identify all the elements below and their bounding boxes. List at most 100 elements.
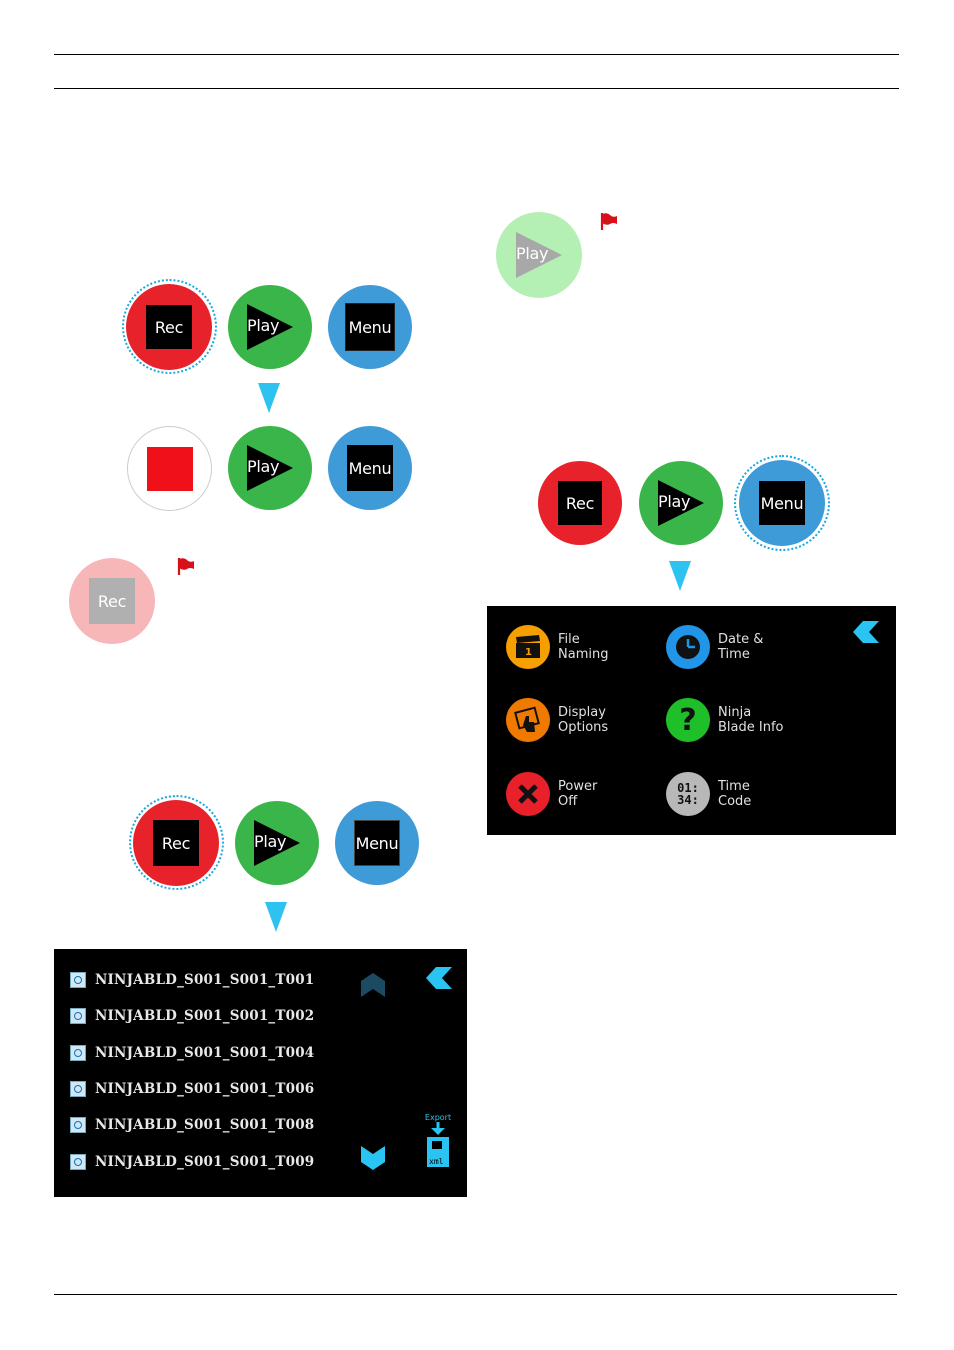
rec-button[interactable]: Rec [126,284,212,370]
export-button[interactable]: Export xml [424,1113,452,1173]
file-icon [70,1154,86,1170]
rec-button-label: Rec [146,305,192,349]
rec-highlight-ring [122,279,217,374]
timecode-glyph: 01: 34: [677,781,699,807]
export-label: Export [424,1113,452,1122]
file-name: NINJABLD_S001_S001_T009 [95,1154,315,1170]
play-triangle-icon [516,232,562,278]
header-rule-bottom [54,88,899,89]
file-icon [70,1117,86,1133]
x-glyph [518,784,538,804]
play-triangle-icon [247,445,293,491]
play-triangle-icon [658,480,704,526]
flag-icon [432,1141,442,1149]
file-name: NINJABLD_S001_S001_T006 [95,1081,315,1097]
play-glyph: Play [252,818,302,868]
svg-text:1: 1 [525,647,532,658]
menu-button-3[interactable]: Menu [335,801,419,885]
play-button-3[interactable]: Play [235,801,319,885]
file-icon [70,972,86,988]
play-triangle-icon [247,304,293,350]
menu-button[interactable]: Menu [328,285,412,369]
list-item[interactable]: NINJABLD_S001_S001_T002 [70,1008,314,1024]
list-item[interactable]: NINJABLD_S001_S001_T001 [70,972,314,988]
arrow-down-icon [669,561,691,591]
back-icon[interactable] [853,621,879,643]
menu-item-date-time[interactable]: Date & Time [666,625,763,669]
timecode-icon: 01: 34: [666,772,710,816]
footer-rule [54,1294,897,1295]
flag-icon [600,213,617,230]
menu-button-label: Menu [345,303,395,351]
list-item[interactable]: NINJABLD_S001_S001_T004 [70,1045,314,1061]
rec-button-label: Rec [153,820,199,866]
play-button[interactable]: Play [228,285,312,369]
stop-button[interactable] [127,426,212,511]
play-button-4[interactable]: Play [639,461,723,545]
play-button-label: Play [247,316,280,335]
menu-item-label: Time Code [718,779,752,809]
menu-item-label: Power Off [558,779,598,809]
list-item[interactable]: NINJABLD_S001_S001_T006 [70,1081,314,1097]
play-button-disabled: Play [496,212,582,298]
download-arrow-icon [431,1122,445,1135]
close-icon [506,772,550,816]
menu-highlight-ring [734,455,830,551]
hand-touch-glyph [514,706,540,732]
play-glyph: Play [656,478,706,528]
play-button-2[interactable]: Play [228,426,312,510]
play-triangle-icon [254,820,300,866]
clapperboard-icon: 1 [506,625,550,669]
clock-glyph [676,635,700,659]
clapperboard-glyph: 1 [516,635,540,658]
export-format: xml [429,1157,444,1166]
hand-touch-icon [506,698,550,742]
file-name: NINJABLD_S001_S001_T004 [95,1045,315,1061]
flag-icon [177,558,194,575]
menu-item-file-naming[interactable]: 1 File Naming [506,625,608,669]
rec-disabled-label: Rec [89,578,135,624]
file-list-panel: NINJABLD_S001_S001_T001 NINJABLD_S001_S0… [54,949,467,1197]
menu-item-label: Date & Time [718,632,764,662]
scroll-up-icon[interactable] [361,973,385,997]
file-icon [70,1008,86,1024]
back-icon[interactable] [426,967,452,989]
rec-button-disabled: Rec [69,558,155,644]
menu-item-power-off[interactable]: Power Off [506,772,597,816]
menu-button-label: Menu [347,445,393,491]
file-icon [70,1081,86,1097]
menu-item-display-options[interactable]: Display Options [506,698,608,742]
play-glyph: Play [245,302,295,352]
header-rule-top [54,54,899,55]
list-item[interactable]: NINJABLD_S001_S001_T008 [70,1117,314,1133]
menu-item-ninja-blade-info[interactable]: ? Ninja Blade Info [666,698,783,742]
arrow-down-icon [265,902,287,932]
menu-panel: 1 File Naming Date & Time Display Option… [487,606,896,835]
menu-item-time-code[interactable]: 01: 34: Time Code [666,772,751,816]
play-glyph: Play [514,230,564,280]
export-file-icon: xml [427,1137,449,1167]
menu-button-label: Menu [354,820,400,866]
question-glyph: ? [679,702,697,738]
arrow-down-icon [258,383,280,413]
file-name: NINJABLD_S001_S001_T001 [95,972,315,988]
menu-button-label: Menu [759,481,805,525]
file-name: NINJABLD_S001_S001_T008 [95,1117,315,1133]
file-icon [70,1045,86,1061]
play-glyph: Play [245,443,295,493]
menu-button-2[interactable]: Menu [328,426,412,510]
rec-button-label: Rec [558,481,602,525]
stop-square-icon [146,446,193,491]
list-item[interactable]: NINJABLD_S001_S001_T009 [70,1154,314,1170]
menu-item-label: Ninja Blade Info [718,705,784,735]
clock-icon [666,625,710,669]
file-name: NINJABLD_S001_S001_T002 [95,1008,315,1024]
rec-highlight-ring-2 [129,795,224,890]
play-button-label: Play [658,492,691,511]
rec-button-4[interactable]: Rec [538,461,622,545]
play-button-label: Play [254,832,287,851]
scroll-down-icon[interactable] [361,1146,385,1170]
menu-button-4[interactable]: Menu [739,460,825,546]
play-button-label: Play [247,457,280,476]
rec-button-3[interactable]: Rec [133,800,219,886]
